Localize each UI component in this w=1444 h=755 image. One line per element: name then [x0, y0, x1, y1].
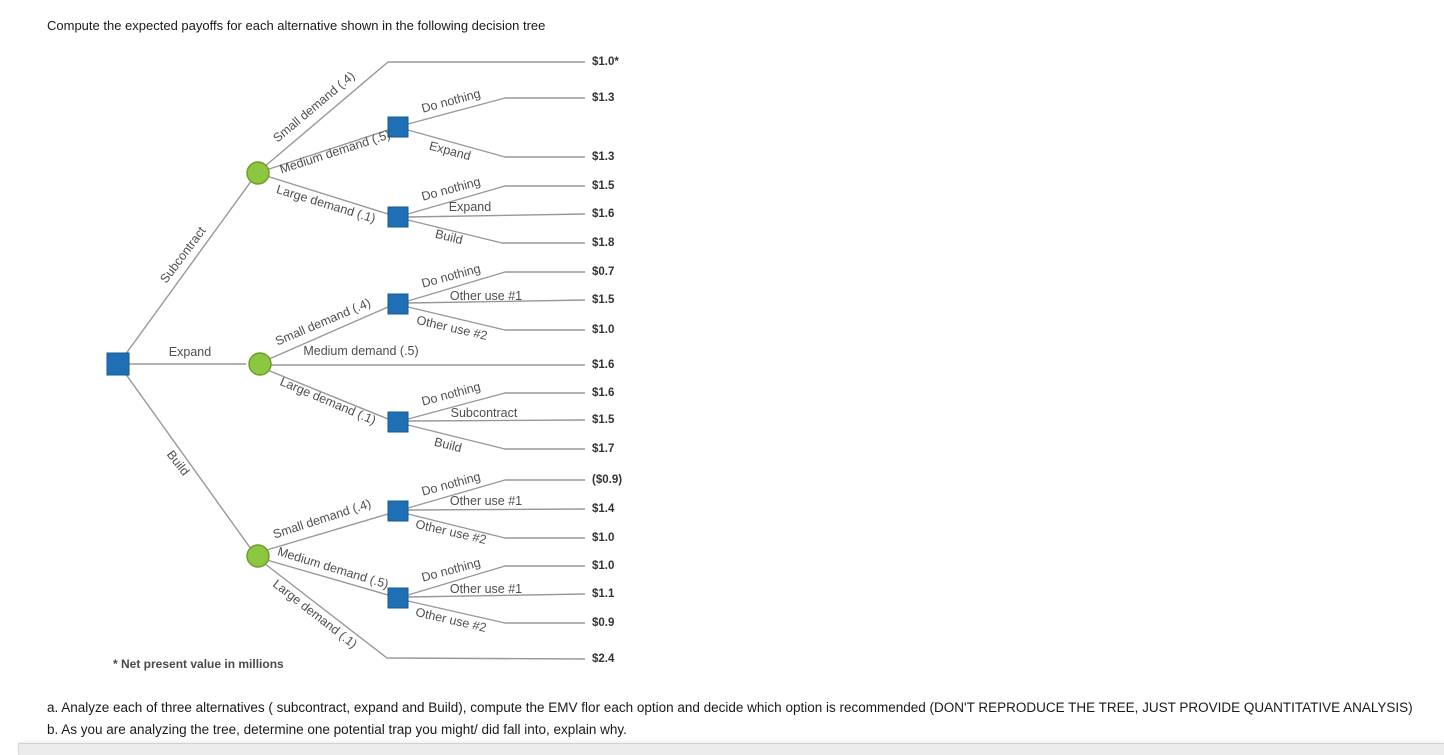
outcome-label: Small demand (.4) [273, 296, 372, 349]
decision-label: Build [433, 435, 463, 455]
payoff-value: $1.6 [592, 208, 614, 220]
payoff-value: ($0.9) [592, 474, 622, 486]
chance-node-build [246, 544, 270, 568]
question-parts: a. Analyze each of three alternatives ( … [47, 697, 1413, 741]
decision-label: Build [434, 227, 464, 247]
decision-label: Do nothing [420, 555, 482, 584]
payoff-value: $2.4 [592, 653, 615, 665]
payoff-value: $1.8 [592, 237, 615, 249]
root-decision-node [106, 352, 130, 376]
decision-label: Expand [449, 200, 491, 214]
payoff-value: $1.6 [592, 359, 614, 371]
decision-label: Subcontract [451, 406, 518, 420]
payoff-value: $1.7 [592, 443, 614, 455]
bottom-panel[interactable] [18, 743, 1444, 755]
chance-node-subcontract [246, 161, 270, 185]
decision-label: Do nothing [420, 86, 482, 115]
decision-node-sub-medium [387, 116, 409, 138]
tree-footnote: * Net present value in millions [113, 657, 284, 671]
decision-node-exp-large [387, 411, 409, 433]
outcome-label: Large demand (.1) [278, 374, 378, 427]
outcome-label: Large demand (.1) [275, 182, 377, 225]
payoff-value: $1.5 [592, 294, 615, 306]
decision-label: Other use #1 [450, 494, 522, 508]
payoff-value: $1.0 [592, 324, 614, 336]
outcome-label: Medium demand (.5) [303, 344, 418, 358]
question-part-a: a. Analyze each of three alternatives ( … [47, 700, 1413, 715]
chance-node-expand [248, 352, 272, 376]
payoff-value: $1.5 [592, 180, 615, 192]
decision-label: Other use #2 [414, 517, 488, 547]
decision-label: Do nothing [420, 261, 482, 290]
payoff-value: $1.4 [592, 503, 615, 515]
tree-edges [119, 61, 586, 660]
tree-nodes [106, 116, 409, 609]
outcome-label: Medium demand (.5) [278, 128, 392, 177]
decision-node-sub-large [387, 206, 409, 228]
question-part-b: b. As you are analyzing the tree, determ… [47, 722, 627, 737]
payoff-value: $1.3 [592, 151, 614, 163]
outcome-label: Large demand (.1) [270, 577, 360, 651]
payoff-value: $1.3 [592, 92, 614, 104]
payoff-value: $1.0 [592, 532, 614, 544]
question-title: Compute the expected payoffs for each al… [47, 18, 546, 33]
decision-label: Other use #1 [450, 582, 522, 596]
decision-label: Other use #2 [414, 605, 488, 635]
payoff-value: $1.6 [592, 387, 614, 399]
payoff-value: $1.5 [592, 414, 615, 426]
payoff-value: $1.0 [592, 560, 614, 572]
branch-label-expand: Expand [169, 345, 211, 359]
decision-label: Expand [428, 139, 473, 164]
decision-label: Do nothing [420, 379, 482, 408]
outcome-label: Small demand (.4) [270, 69, 357, 145]
branch-label-build: Build [164, 448, 192, 479]
decision-node-build-small [387, 500, 409, 522]
decision-node-build-medium [387, 587, 409, 609]
payoff-value: $1.0* [592, 56, 619, 68]
payoff-value: $1.1 [592, 588, 615, 600]
payoff-value: $0.9 [592, 617, 614, 629]
outcome-label: Small demand (.4) [271, 497, 372, 542]
payoff-value: $0.7 [592, 266, 614, 278]
decision-node-exp-small [387, 293, 409, 315]
decision-label: Other use #1 [450, 289, 522, 303]
branch-label-subcontract: Subcontract [157, 224, 209, 286]
